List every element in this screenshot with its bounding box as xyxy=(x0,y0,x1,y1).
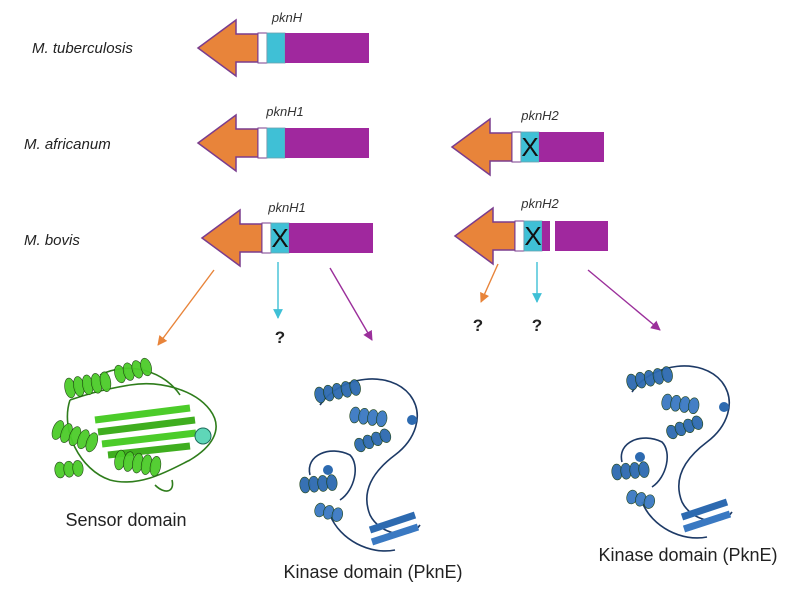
gene-bo-pknh1: X xyxy=(200,208,373,268)
transmembrane-segment xyxy=(266,32,286,64)
sensor-segment xyxy=(453,206,516,266)
linker-segment xyxy=(261,222,272,254)
gene-af-pknh1 xyxy=(196,113,369,173)
gene-label-af-pknh1: pknH1 xyxy=(266,104,304,119)
gene-tb-pknh xyxy=(196,18,369,78)
caption-kinase-domain-right: Kinase domain (PknE) xyxy=(598,545,778,565)
linker-segment xyxy=(257,32,268,64)
sensor-segment xyxy=(450,117,513,177)
gene-label-bo-pknh2: pknH2 xyxy=(521,196,559,211)
pointer-to-sensor-domain xyxy=(157,269,215,346)
kinase-segment xyxy=(285,128,369,158)
deletion-stripe xyxy=(550,221,555,251)
caption-kinase-domain-mid: Kinase domain (PknE) xyxy=(283,562,463,582)
caption-sensor-domain: Sensor domain xyxy=(65,510,187,530)
pointer-to-kinase-right xyxy=(587,269,661,331)
species-label-tuberculosis: M. tuberculosis xyxy=(32,40,133,57)
pointer-to-sensor-unknown-h2 xyxy=(480,263,499,303)
unknown-mark-sensor-h2: ? xyxy=(472,316,484,335)
kinase-domain-structure-mid xyxy=(299,378,421,552)
gene-af-pknh2: X xyxy=(450,117,604,177)
mutation-x-mark: X xyxy=(524,221,541,251)
gene-label-bo-pknh1: pknH1 xyxy=(268,200,306,215)
species-label-bovis: M. bovis xyxy=(24,232,80,249)
mutation-x-mark: X xyxy=(271,223,288,253)
gene-bo-pknh2: X xyxy=(453,206,608,266)
kinase-segment xyxy=(285,33,369,63)
kinase-domain-structure-right xyxy=(611,365,733,539)
linker-segment xyxy=(257,127,268,159)
linker-segment xyxy=(514,220,525,252)
kinase-segment xyxy=(539,132,604,162)
linker-segment xyxy=(511,131,522,163)
sensor-segment xyxy=(196,18,259,78)
unknown-mark-tm-h2: ? xyxy=(531,316,543,335)
sensor-segment xyxy=(196,113,259,173)
unknown-mark-tm: ? xyxy=(274,328,286,347)
pointer-to-kinase-mid xyxy=(329,267,373,341)
gene-label-af-pknh2: pknH2 xyxy=(521,108,559,123)
sensor-domain-structure xyxy=(51,357,217,492)
sensor-segment xyxy=(200,208,263,268)
mutation-x-mark: X xyxy=(521,132,538,162)
species-label-africanum: M. africanum xyxy=(24,136,111,153)
transmembrane-segment xyxy=(266,127,286,159)
kinase-segment xyxy=(289,223,373,253)
ligand-sphere xyxy=(194,427,212,445)
gene-label-tb-pknh: pknH xyxy=(271,10,303,25)
